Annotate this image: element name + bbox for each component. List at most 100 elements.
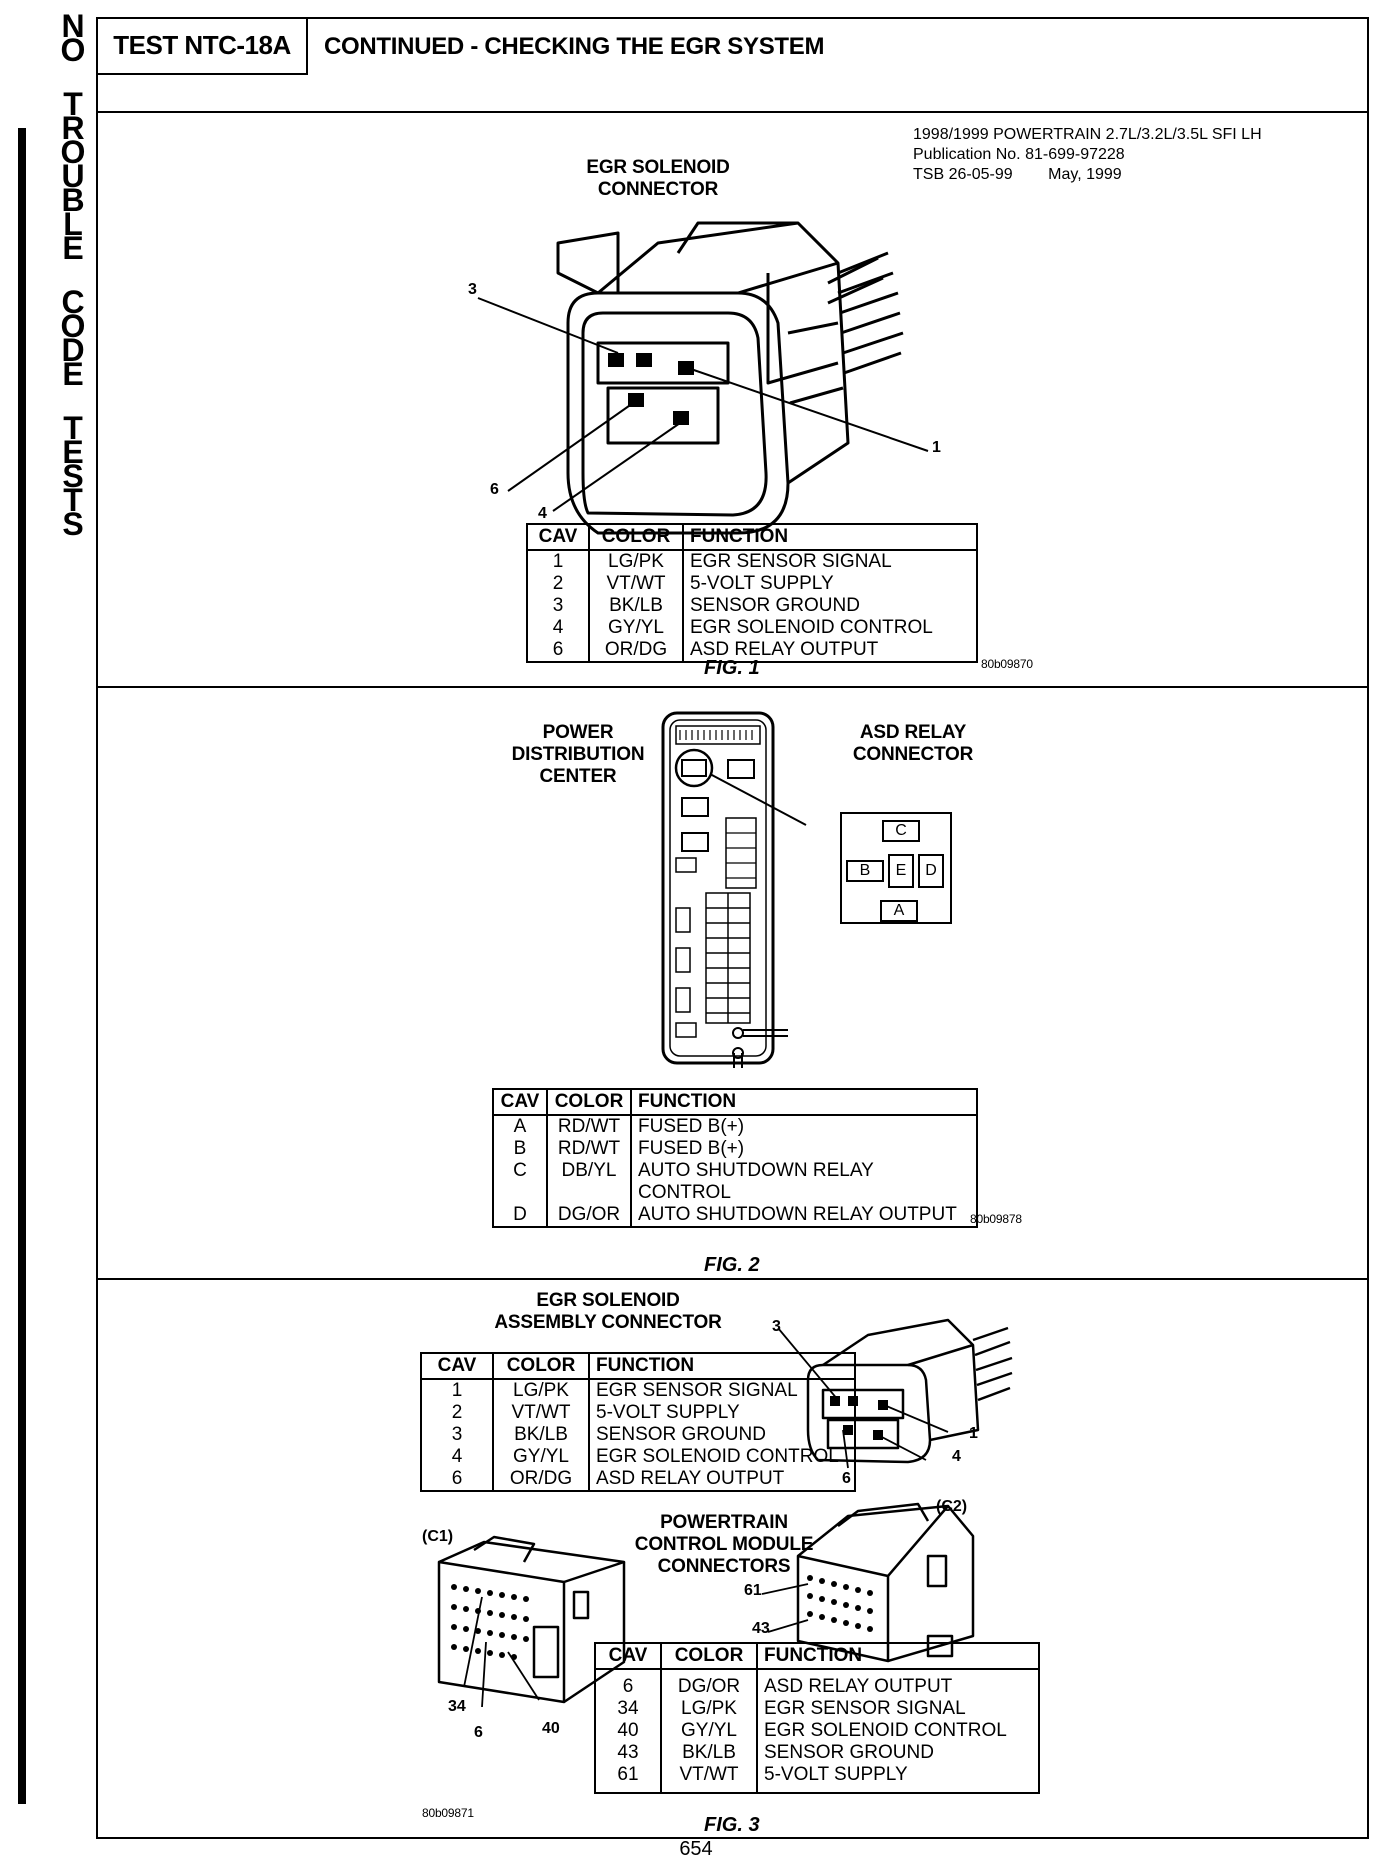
cav-cell: 2	[526, 573, 590, 595]
c1-callout-40: 40	[542, 1720, 560, 1737]
relay-pin-d: D	[918, 854, 944, 888]
cav-cell: 61	[594, 1764, 662, 1794]
relay-pin-b: B	[846, 860, 884, 882]
side-letter: R	[61, 110, 85, 146]
fig3-callout-3: 3	[772, 1318, 781, 1335]
function-cell: ASD RELAY OUTPUT	[756, 1669, 1040, 1698]
col-header-cav: CAV	[492, 1088, 548, 1116]
col-header-color: COLOR	[660, 1642, 758, 1670]
color-cell: OR/DG	[588, 639, 684, 663]
table-row: 2 VT/WT 5-VOLT SUPPLY	[420, 1402, 856, 1424]
fig3-callout-1: 1	[969, 1425, 978, 1442]
function-cell: SENSOR GROUND	[682, 595, 978, 617]
table-row: B RD/WT FUSED B(+)	[492, 1138, 978, 1160]
color-cell: GY/YL	[492, 1446, 590, 1468]
function-cell: EGR SOLENOID CONTROL	[756, 1720, 1040, 1742]
side-tab-bar	[18, 128, 26, 1804]
cav-cell: 1	[526, 550, 590, 573]
cav-cell: 3	[526, 595, 590, 617]
caption-line: CONTROL MODULE	[634, 1534, 814, 1555]
pcm-caption: POWERTRAIN CONTROL MODULE CONNECTORS	[624, 1512, 824, 1578]
figure-2-section: POWER DISTRIBUTION CENTER ASD RELAY CONN…	[98, 688, 1367, 1280]
color-cell: VT/WT	[588, 573, 684, 595]
caption-line: DISTRIBUTION	[511, 744, 645, 765]
fig1-caption: EGR SOLENOID CONNECTOR	[528, 157, 788, 201]
relay-pin-a: A	[880, 900, 918, 922]
side-letter: L	[63, 206, 83, 242]
function-cell: ASD RELAY OUTPUT	[682, 639, 978, 663]
asd-relay-connector	[840, 812, 952, 924]
caption-line: POWER	[542, 722, 614, 743]
cav-cell: D	[492, 1204, 548, 1228]
table-row: 2 VT/WT 5-VOLT SUPPLY	[526, 573, 978, 595]
table-row: C DB/YL AUTO SHUTDOWN RELAY CONTROL	[492, 1160, 978, 1204]
table-row: 6 OR/DG ASD RELAY OUTPUT	[526, 639, 978, 663]
side-banner-text: N O T R O U B L E C O D E T E S T S	[58, 8, 88, 540]
function-cell: EGR SOLENOID CONTROL	[588, 1446, 856, 1468]
fig3-pcm-pinout-table: CAV COLOR FUNCTION 6 DG/OR ASD RELAY OUT…	[594, 1642, 1040, 1794]
col-header-color: COLOR	[588, 523, 684, 551]
egr-assembly-connector-drawing	[777, 1318, 1013, 1469]
function-cell: 5-VOLT SUPPLY	[682, 573, 978, 595]
table-row: 6 OR/DG ASD RELAY OUTPUT	[420, 1468, 856, 1492]
side-letter: T	[63, 482, 83, 518]
page-title: CONTINUED - CHECKING THE EGR SYSTEM	[324, 33, 825, 60]
c2-callout-61: 61	[744, 1582, 762, 1599]
side-letter: O	[60, 308, 86, 344]
col-header-function: FUNCTION	[588, 1352, 856, 1380]
egr-solenoid-connector-drawing	[477, 221, 929, 535]
c1-callout-6: 6	[474, 1724, 483, 1741]
cav-cell: 3	[420, 1424, 494, 1446]
cav-cell: 34	[594, 1698, 662, 1720]
cav-cell: 6	[526, 639, 590, 663]
function-cell: SENSOR GROUND	[756, 1742, 1040, 1764]
col-header-function: FUNCTION	[756, 1642, 1040, 1670]
function-cell: EGR SENSOR SIGNAL	[682, 550, 978, 573]
figure-1-section: 1998/1999 POWERTRAIN 2.7L/3.2L/3.5L SFI …	[98, 113, 1367, 688]
function-cell: EGR SOLENOID CONTROL	[682, 617, 978, 639]
table-row: 4 GY/YL EGR SOLENOID CONTROL	[526, 617, 978, 639]
cav-cell: 4	[420, 1446, 494, 1468]
side-letter: E	[62, 230, 84, 266]
color-cell: GY/YL	[660, 1720, 758, 1742]
color-cell: BK/LB	[588, 595, 684, 617]
caption-line: ASD RELAY	[859, 722, 967, 743]
function-cell: 5-VOLT SUPPLY	[756, 1764, 1040, 1794]
color-cell: LG/PK	[588, 550, 684, 573]
function-cell: EGR SENSOR SIGNAL	[588, 1379, 856, 1402]
table-row: 1 LG/PK EGR SENSOR SIGNAL	[526, 550, 978, 573]
cav-cell: 2	[420, 1402, 494, 1424]
relay-pin-e: E	[888, 854, 914, 888]
caption-line: CONNECTOR	[852, 744, 974, 765]
table-row: 6 DG/OR ASD RELAY OUTPUT	[594, 1669, 1040, 1698]
table-row: 3 BK/LB SENSOR GROUND	[420, 1424, 856, 1446]
side-letter: E	[62, 356, 84, 392]
asd-relay-caption: ASD RELAY CONNECTOR	[828, 722, 998, 766]
function-cell: AUTO SHUTDOWN RELAY CONTROL	[630, 1160, 978, 1204]
color-cell: LG/PK	[660, 1698, 758, 1720]
page-frame: TEST NTC-18A CONTINUED - CHECKING THE EG…	[96, 17, 1369, 1839]
color-cell: GY/YL	[588, 617, 684, 639]
col-header-color: COLOR	[546, 1088, 632, 1116]
c2-callout-43: 43	[752, 1620, 770, 1637]
side-letter: N	[61, 8, 85, 44]
fig2-label: FIG. 2	[704, 1254, 760, 1276]
function-cell: AUTO SHUTDOWN RELAY OUTPUT	[630, 1204, 978, 1228]
publication-line: 1998/1999 POWERTRAIN 2.7L/3.2L/3.5L SFI …	[913, 126, 1262, 143]
color-cell: BK/LB	[492, 1424, 590, 1446]
fig1-label: FIG. 1	[704, 657, 760, 679]
publication-info: 1998/1999 POWERTRAIN 2.7L/3.2L/3.5L SFI …	[913, 125, 1262, 185]
figure-3-section: EGR SOLENOID ASSEMBLY CONNECTOR CAV COLO…	[98, 1280, 1367, 1839]
col-header-cav: CAV	[420, 1352, 494, 1380]
color-cell: DB/YL	[546, 1160, 632, 1204]
side-letter: E	[62, 434, 84, 470]
fig1-pinout-table: CAV COLOR FUNCTION 1 LG/PK EGR SENSOR SI…	[526, 523, 978, 663]
table-row: A RD/WT FUSED B(+)	[492, 1115, 978, 1138]
function-cell: ASD RELAY OUTPUT	[588, 1468, 856, 1492]
color-cell: RD/WT	[546, 1138, 632, 1160]
table-row: 43 BK/LB SENSOR GROUND	[594, 1742, 1040, 1764]
side-letter: S	[62, 458, 84, 494]
col-header-function: FUNCTION	[682, 523, 978, 551]
function-cell: EGR SENSOR SIGNAL	[756, 1698, 1040, 1720]
publication-line: Publication No. 81-699-97228	[913, 146, 1125, 163]
